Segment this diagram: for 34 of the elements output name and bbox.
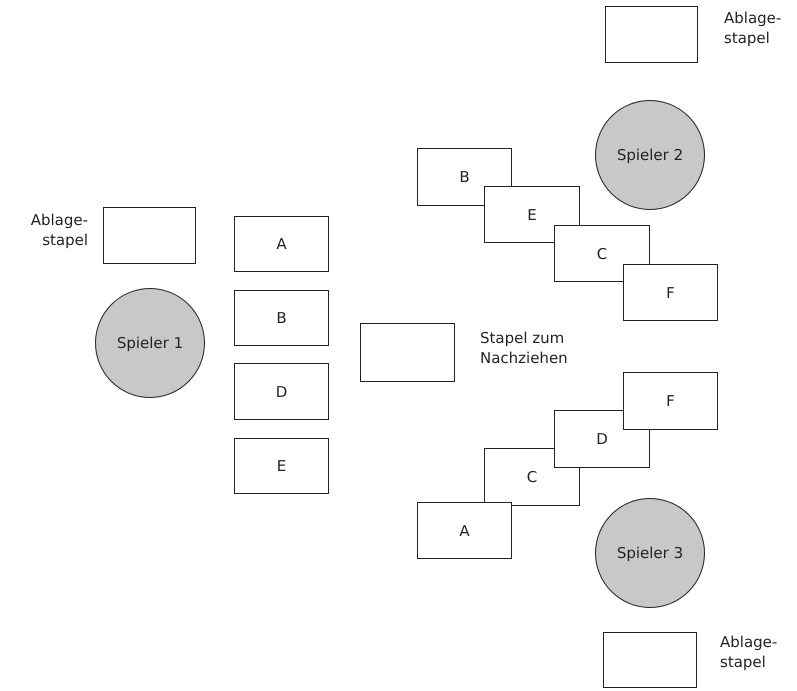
playing-card [417, 148, 512, 206]
card-letter: D [596, 430, 608, 448]
pile-label: Ablage- stapel [724, 8, 782, 48]
pile-label: Ablage- stapel [30, 210, 88, 250]
pile-card [360, 323, 455, 382]
playing-card [234, 438, 329, 494]
card-letter: C [526, 468, 538, 486]
card-letter: E [276, 457, 286, 475]
playing-card [234, 290, 329, 346]
playing-card [234, 363, 329, 420]
player-label: Spieler 3 [616, 544, 684, 562]
card-letter: E [527, 206, 537, 224]
card-letter: C [596, 244, 608, 262]
playing-card [234, 216, 329, 272]
pile-card [603, 632, 697, 688]
card-letter: F [666, 284, 675, 302]
pile-card [103, 207, 196, 264]
card-letter: B [276, 309, 287, 327]
card-letter: D [276, 382, 288, 400]
player-label: Spieler 1 [116, 334, 184, 352]
card-letter: B [459, 168, 470, 186]
playing-card [484, 186, 580, 243]
card-letter: F [666, 392, 675, 410]
pile-label: Stapel zum Nachziehen [480, 328, 569, 368]
pile-label: Ablage- stapel [720, 632, 778, 672]
card-letter: A [276, 235, 287, 253]
card-letter: A [459, 522, 470, 540]
playing-card [623, 264, 718, 321]
player-label: Spieler 2 [616, 146, 684, 164]
playing-card [554, 225, 650, 282]
playing-card [417, 502, 512, 559]
playing-card [623, 372, 718, 430]
playing-card [554, 410, 650, 468]
pile-card [605, 6, 698, 63]
